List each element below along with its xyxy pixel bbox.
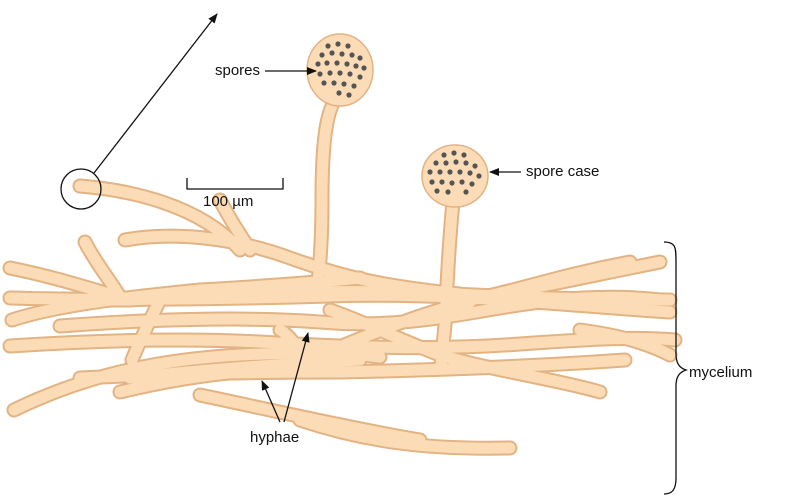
mycelium-brace <box>664 242 686 494</box>
spores-label: spores <box>215 63 260 78</box>
spore-case-upper <box>307 34 373 106</box>
hyphae-label: hyphae <box>250 430 299 445</box>
spore-case-right <box>422 145 488 207</box>
magnify-arrow <box>94 14 217 173</box>
scale-bar <box>187 178 283 189</box>
hyphae <box>10 95 675 448</box>
mycelium-label: mycelium <box>689 365 752 380</box>
spore-case-label: spore case <box>526 164 599 179</box>
scale-bar-label: 100 µm <box>203 194 253 209</box>
